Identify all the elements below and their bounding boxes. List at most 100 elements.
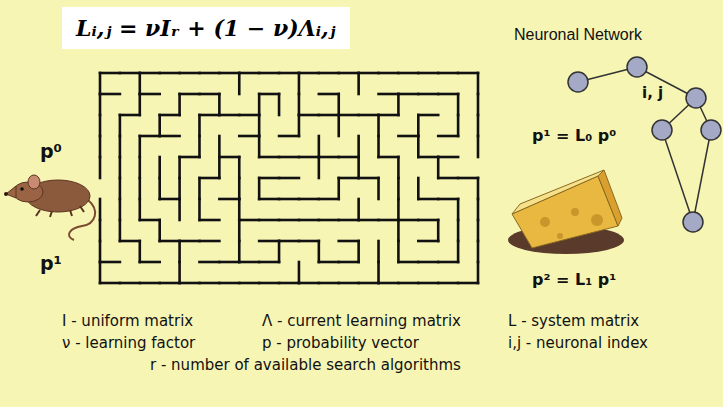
- maze-wall: [99, 73, 102, 94]
- maze-wall: [219, 72, 239, 75]
- maze-wall: [218, 94, 221, 115]
- maze-wall: [160, 135, 180, 138]
- maze-wall: [138, 241, 141, 262]
- maze-wall: [199, 261, 219, 264]
- maze-wall: [279, 219, 299, 222]
- maze-wall: [418, 72, 438, 75]
- maze-wall: [377, 241, 380, 262]
- maze-wall: [140, 135, 160, 138]
- maze-wall: [180, 282, 200, 285]
- maze-wall: [199, 114, 219, 117]
- maze-wall: [279, 198, 299, 201]
- network-title: Neuronal Network: [514, 26, 642, 44]
- maze-wall: [438, 156, 458, 159]
- key-entry: p - probability vector: [262, 334, 419, 352]
- maze-wall: [417, 115, 420, 136]
- maze-wall: [377, 136, 380, 157]
- maze-wall: [239, 219, 259, 222]
- maze-wall: [477, 94, 480, 115]
- maze-wall: [239, 261, 259, 264]
- maze-wall: [138, 199, 141, 220]
- maze-wall: [337, 178, 340, 199]
- key-entry: Λ - current learning matrix: [262, 312, 461, 330]
- maze-wall: [377, 178, 380, 199]
- maze-wall: [319, 261, 339, 264]
- maze-wall: [319, 72, 339, 75]
- maze-wall: [99, 220, 102, 241]
- maze-wall: [398, 93, 418, 96]
- maze-wall: [477, 115, 480, 136]
- maze-wall: [218, 157, 221, 178]
- maze-wall: [239, 114, 259, 117]
- maze-wall: [238, 73, 241, 94]
- maze-wall: [398, 135, 418, 138]
- key-entry: ν - learning factor: [62, 334, 195, 352]
- maze-wall: [339, 114, 359, 117]
- maze-wall: [299, 282, 319, 285]
- maze-wall: [379, 114, 399, 117]
- maze-wall: [457, 115, 460, 136]
- maze-wall: [199, 219, 219, 222]
- maze-wall: [259, 72, 279, 75]
- maze-wall: [238, 220, 241, 241]
- maze-wall: [397, 241, 400, 262]
- maze-wall: [258, 178, 261, 199]
- maze-wall: [359, 114, 379, 117]
- key-entry: r - number of available search algorithm…: [150, 356, 461, 374]
- maze-wall: [318, 241, 321, 262]
- maze-wall: [138, 178, 141, 199]
- maze-wall: [398, 282, 418, 285]
- maze-wall: [100, 282, 120, 285]
- maze-wall: [138, 94, 141, 115]
- maze-wall: [238, 199, 241, 220]
- maze-wall: [138, 73, 141, 94]
- maze-wall: [140, 282, 160, 285]
- maze-wall: [120, 282, 140, 285]
- maze-wall: [438, 198, 458, 201]
- maze-wall: [140, 72, 160, 75]
- maze-wall: [438, 72, 458, 75]
- maze-wall: [140, 261, 160, 264]
- maze-wall: [359, 177, 379, 180]
- maze-wall: [458, 72, 478, 75]
- maze-wall: [397, 220, 400, 241]
- maze-wall: [357, 136, 360, 157]
- maze-wall: [319, 282, 339, 285]
- maze-wall: [299, 240, 319, 243]
- maze-wall: [299, 219, 319, 222]
- key-entry: i,j - neuronal index: [508, 334, 648, 352]
- maze-wall: [398, 261, 418, 264]
- formula-box: Lᵢ,ⱼ = νIᵣ + (1 − ν)Λᵢ,ⱼ: [62, 7, 350, 49]
- maze-wall: [477, 241, 480, 262]
- maze-wall: [160, 240, 180, 243]
- maze-wall: [379, 219, 399, 222]
- maze-wall: [339, 177, 359, 180]
- maze-wall: [219, 282, 239, 285]
- maze-wall: [219, 261, 239, 264]
- maze-wall: [357, 73, 360, 94]
- maze-wall: [299, 156, 319, 159]
- maze-wall: [178, 199, 181, 220]
- maze-wall: [397, 199, 400, 220]
- maze-wall: [278, 94, 281, 115]
- maze-wall: [259, 219, 279, 222]
- maze-wall: [178, 262, 181, 283]
- maze-wall: [299, 114, 319, 117]
- maze-wall: [418, 282, 438, 285]
- maze-wall: [119, 115, 122, 136]
- key-entry: L - system matrix: [508, 312, 639, 330]
- maze-wall: [299, 198, 319, 201]
- maze-wall: [199, 282, 219, 285]
- maze-wall: [457, 241, 460, 262]
- maze-wall: [337, 115, 340, 136]
- maze-wall: [397, 94, 400, 115]
- maze-wall: [100, 93, 120, 96]
- maze-wall: [438, 261, 458, 264]
- maze-wall: [477, 220, 480, 241]
- maze-wall: [339, 240, 359, 243]
- maze-wall: [119, 220, 122, 241]
- maze-wall: [279, 282, 299, 285]
- maze-wall: [318, 136, 321, 157]
- maze-wall: [397, 157, 400, 178]
- maze-wall: [239, 135, 259, 138]
